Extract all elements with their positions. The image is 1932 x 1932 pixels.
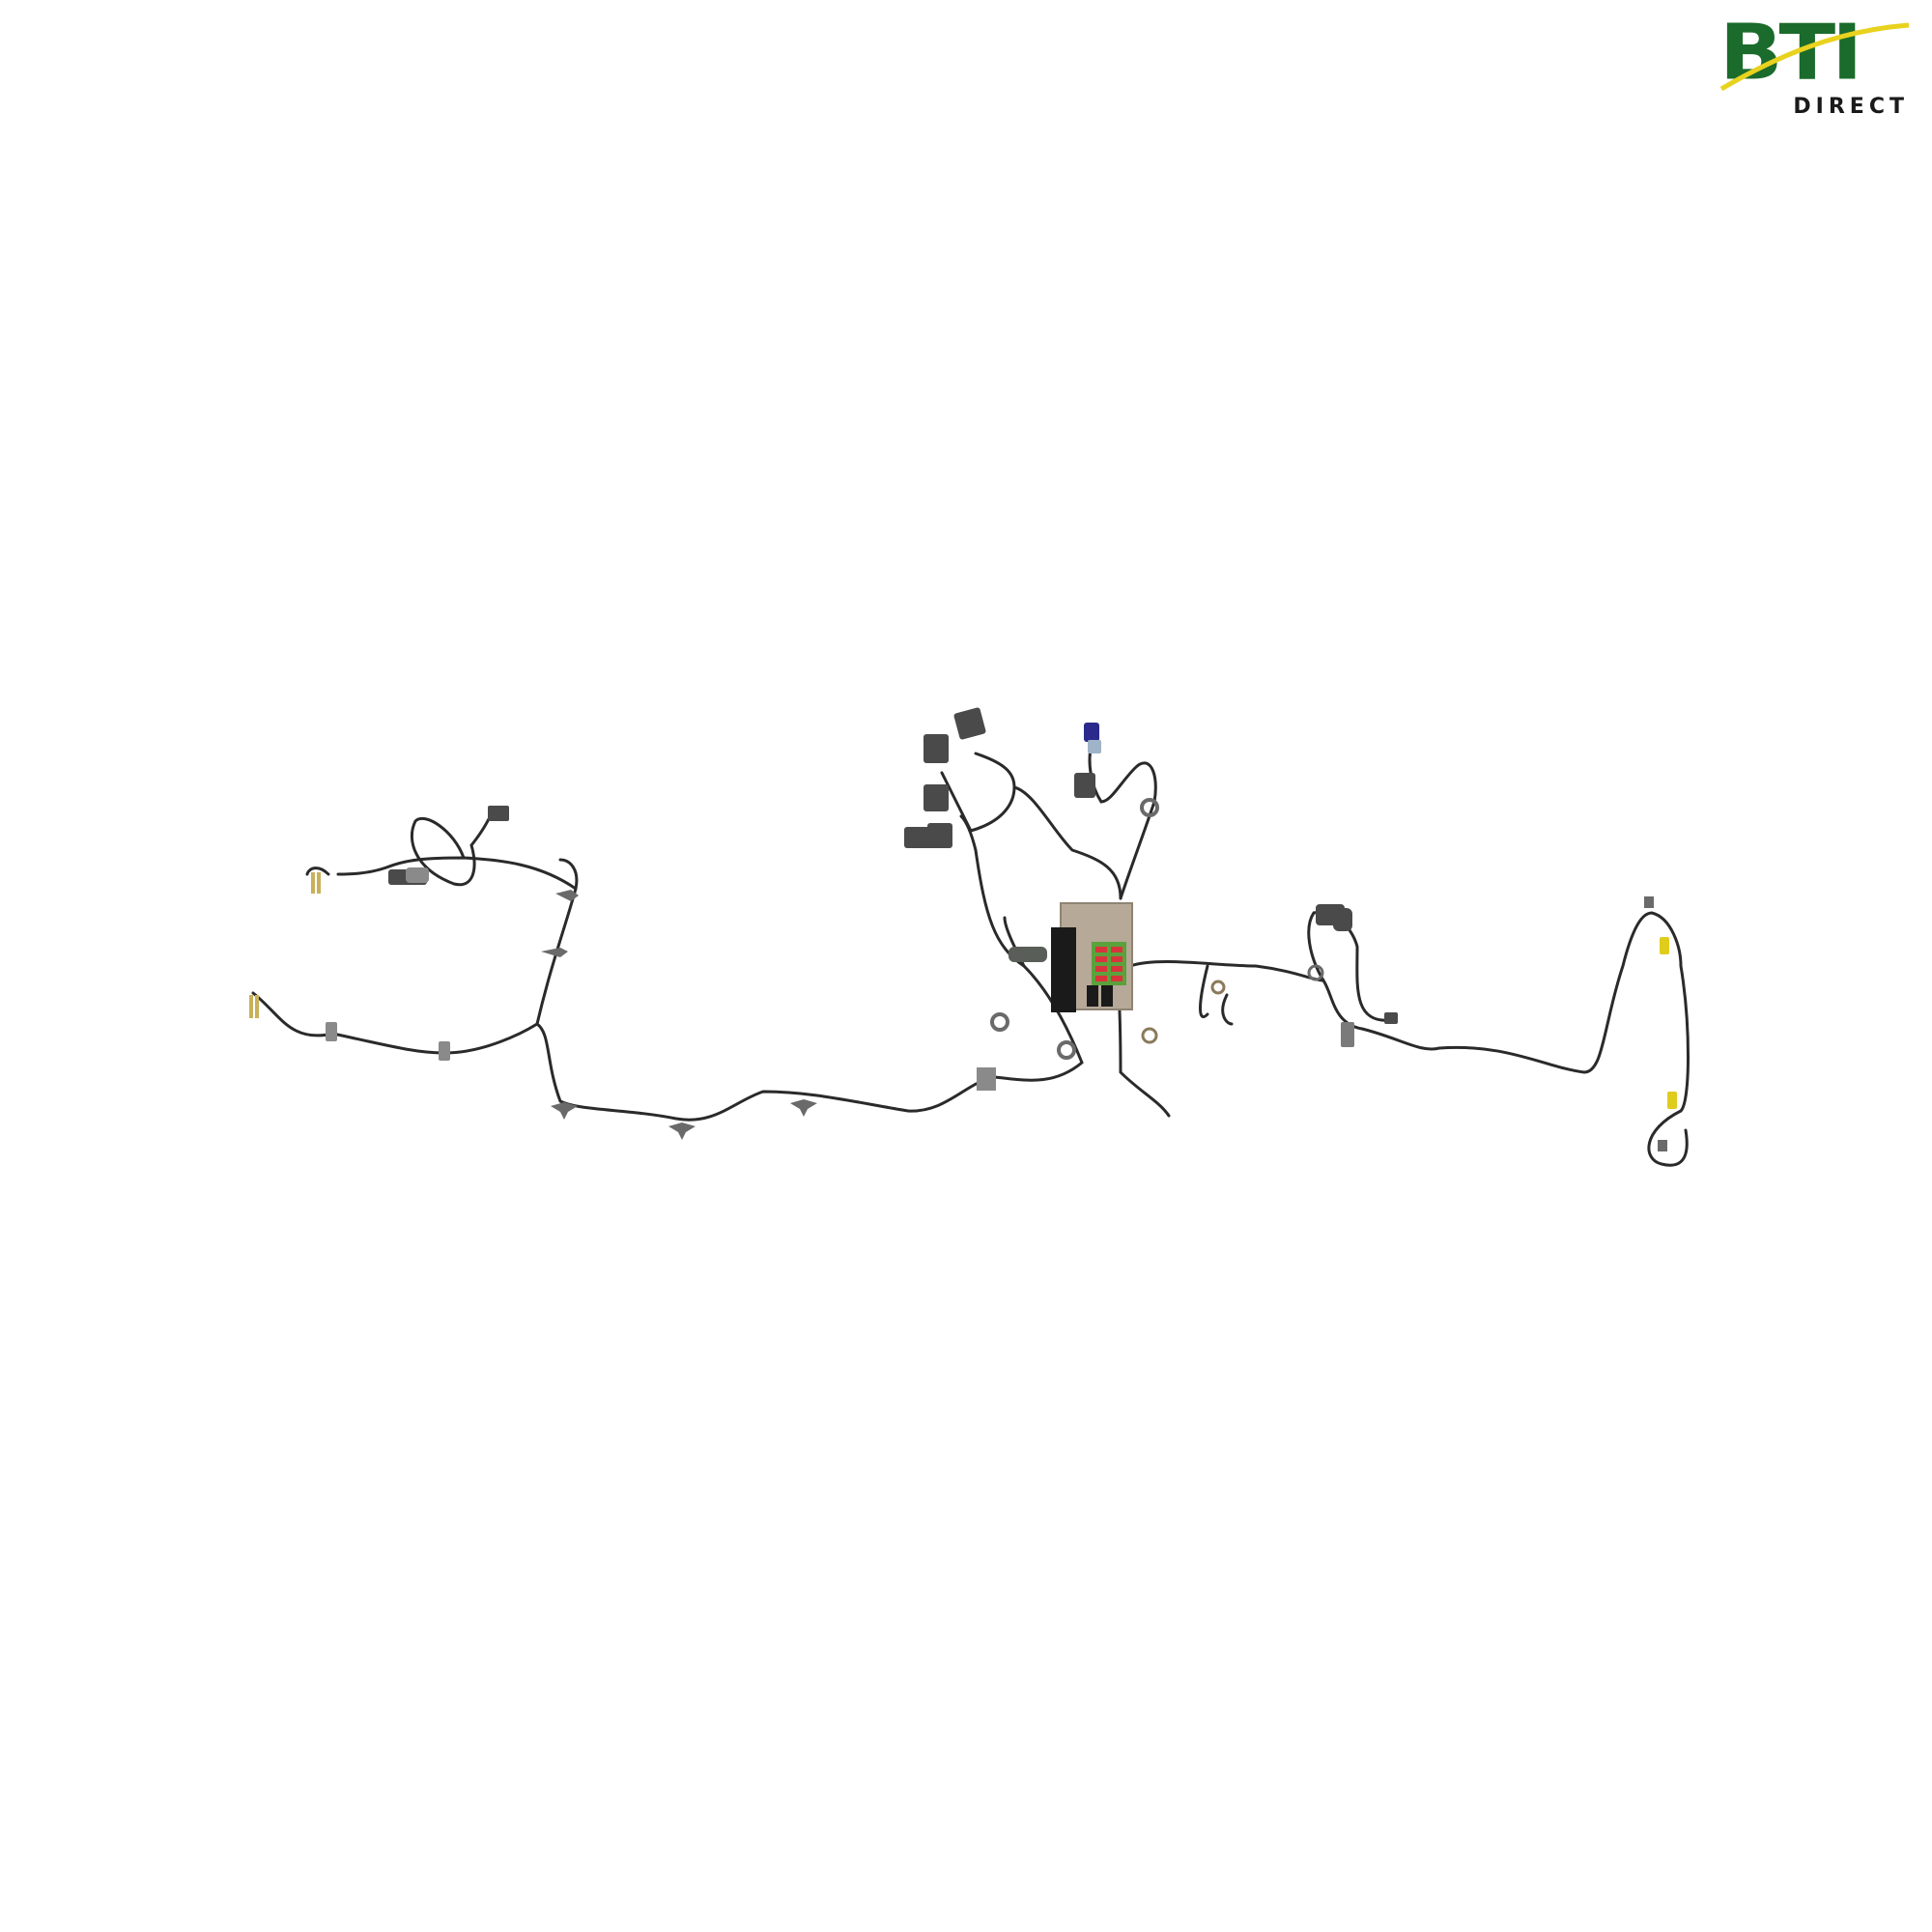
blue-connector	[1084, 723, 1101, 753]
bti-direct-logo: BTI DIRECT	[1719, 14, 1913, 124]
brass-terminals	[249, 872, 321, 1018]
connectors	[388, 707, 1398, 1024]
logo-sub-text: DIRECT	[1793, 95, 1909, 119]
logo-swoosh-icon	[1719, 22, 1910, 92]
yellow-connectors	[1660, 937, 1677, 1109]
wires	[251, 742, 1690, 1167]
clips	[326, 798, 1667, 1151]
fuse-panel	[1051, 902, 1133, 1012]
